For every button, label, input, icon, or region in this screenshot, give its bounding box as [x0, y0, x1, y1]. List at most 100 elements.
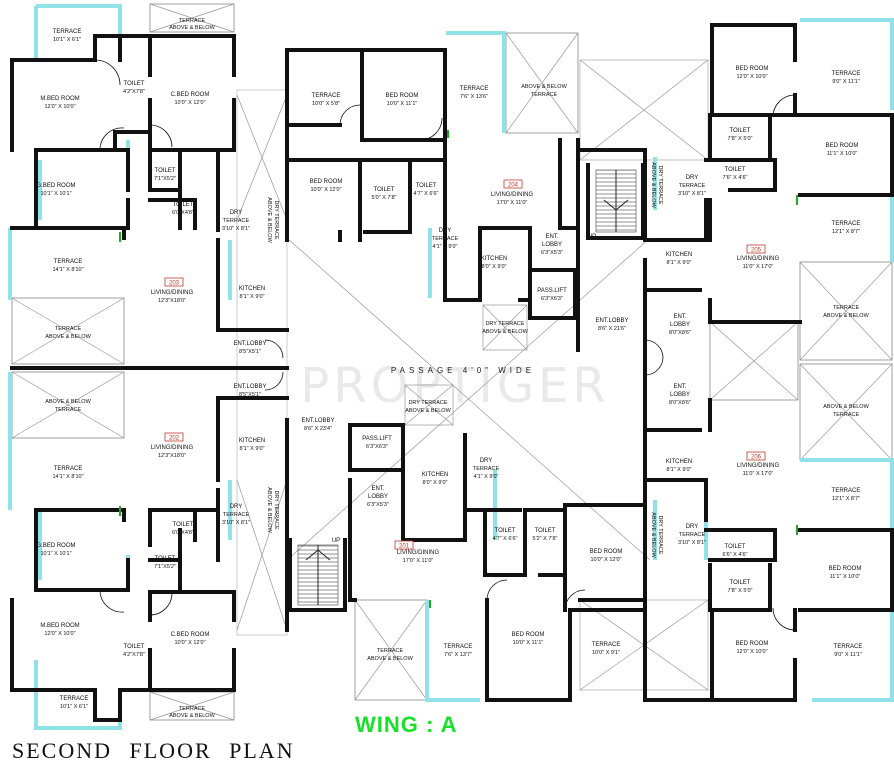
room-gbed-tl-dims: 10'1" X 10'1" — [40, 191, 71, 197]
unit-201: 201 — [399, 544, 410, 550]
room-cbed-bl-name: C.BED ROOM — [171, 632, 210, 638]
room-tab-204-name: ABOVE & BELOW — [521, 84, 567, 90]
room-toilet2-tr-name: TOILET — [725, 167, 746, 173]
room-mbed-tl-name: M.BED ROOM — [40, 96, 79, 102]
room-lift-201-dims: 6'3"X6'3" — [366, 444, 388, 450]
room-liv-204-dims: 17'0" X 11'0" — [497, 200, 528, 206]
room-tab-bl-dims: ABOVE & BELOW — [169, 713, 215, 719]
room-kit-202-dims: 8'1" X 9'0" — [240, 446, 265, 452]
room-toilet-bl-dims: 6'0"X4'8" — [172, 530, 194, 536]
room-terr-206-name: TERRACE — [832, 488, 861, 494]
room-lobby-203-name: ENT.LOBBY — [233, 341, 266, 347]
room-bed-tr-name: BED ROOM — [736, 66, 769, 72]
room-kit-204-name: KITCHEN — [481, 256, 507, 262]
room-terr-204b-name: TERRACE — [460, 86, 489, 92]
room-liv-201-name: LIVING/DINING — [397, 550, 440, 556]
room-t-bl-dims: 10'1" X 6'1" — [60, 704, 88, 710]
room-terr-201a-name: TERRACE — [444, 644, 473, 650]
room-dry-201-name: DRY — [480, 458, 493, 464]
room-tab-206-name: ABOVE & BELOW — [823, 404, 869, 410]
room-liv-205-name: LIVING/DINING — [737, 256, 780, 262]
room-tab-tl-name: TERRACE — [179, 18, 206, 24]
vertical-labels: ABOVE & BELOW DRY TERRACE ABOVE & BELOW … — [266, 162, 663, 558]
room-terr-205-dims: 12'1" X 8'7" — [832, 229, 860, 235]
room-toilet2-201-dims: 5'2" X 7'8" — [533, 536, 558, 542]
room-bed2-tr-name: BED ROOM — [826, 143, 859, 149]
room-tab-201-dims: ABOVE & BELOW — [367, 656, 413, 662]
room-lobby-206-name: ENT. — [673, 384, 686, 390]
room-toilet2-bl-dims: 7'1"X5'2" — [154, 564, 176, 570]
room-kit-206-name: KITCHEN — [666, 459, 692, 465]
room-bed2-201-name: BED ROOM — [512, 632, 545, 638]
room-tab-201-name: TERRACE — [377, 648, 404, 654]
room-drytab-204-name: DRY TERRACE — [485, 321, 524, 327]
room-terr-tr-dims: 9'0" X 11'1" — [832, 79, 860, 85]
room-kit-206-dims: 8'1" X 9'0" — [667, 467, 692, 473]
room-toilet2-tl-dims: 7'1"X5'2" — [154, 176, 176, 182]
svg-text:ABOVE & BELOW: ABOVE & BELOW — [650, 162, 656, 208]
room-terr-br-dims: 9'0" X 11'1" — [834, 652, 862, 658]
room-dry-tl-name: DRY — [230, 210, 243, 216]
room-t-tl-dims: 10'1" X 6'1" — [53, 37, 81, 43]
unit-204: 204 — [508, 183, 519, 189]
room-bed2-tr-dims: 11'1" X 10'0" — [827, 151, 858, 157]
room-lobby-202-dims: 8'5"X5'1" — [239, 392, 261, 398]
room-liv-204-name: LIVING/DINING — [491, 192, 534, 198]
room-cbed-tl-name: C.BED ROOM — [171, 92, 210, 98]
room-bed-201-dims: 10'0" X 12'0" — [590, 557, 621, 563]
room-lift-204-dims: 6'3"X6'3" — [541, 296, 563, 302]
room-t-tl-name: TERRACE — [53, 29, 82, 35]
room-dry-205-name: DRY — [686, 175, 699, 181]
room-lobby-204-name: ENT. — [545, 234, 558, 240]
svg-text:ABOVE & BELOW: ABOVE & BELOW — [266, 487, 272, 533]
room-toilet-204-name: TOILET — [374, 187, 395, 193]
svg-text:DRY TERRACE: DRY TERRACE — [273, 200, 279, 239]
svg-text:ABOVE & BELOW: ABOVE & BELOW — [650, 512, 656, 558]
walls — [10, 23, 894, 722]
room-dry-204-dims: TERRACE — [432, 236, 459, 242]
room-kit-201-dims: 8'0" X 9'0" — [423, 480, 448, 486]
room-drytab-201-dims: ABOVE & BELOW — [405, 408, 451, 414]
room-terr-203-name: TERRACE — [54, 259, 83, 265]
room-lobby-204-d-dims: 6'3"X5'3" — [541, 250, 563, 256]
room-lobby-201-dims: LOBBY — [368, 494, 388, 500]
room-dry-206-name: DRY — [686, 524, 699, 530]
passage-label: PASSAGE 4'0" WIDE — [391, 366, 535, 375]
room-toilet-204-dims: 5'0" X 7'8" — [372, 195, 397, 201]
room-t-bl-name: TERRACE — [60, 696, 89, 702]
room-toilet-tl-dims: 4'2"X7'8" — [123, 89, 145, 95]
stair-up-label-bottom: UP — [332, 538, 340, 544]
doors — [94, 59, 798, 631]
room-toilet-bl-name: TOILET — [173, 522, 194, 528]
room-tab-202-dims: TERRACE — [55, 407, 82, 413]
room-terr-202-dims: 14'1" X 8'10" — [52, 474, 83, 480]
room-liv-203-dims: 12'3"X18'0" — [158, 298, 186, 304]
room-mbed-tl-dims: 12'0" X 10'0" — [44, 104, 75, 110]
room-liv-202-dims: 12'3"X18'0" — [158, 453, 186, 459]
room-dry-tl-d-dims: 3'10" X 8'1" — [222, 226, 250, 232]
room-lobby-205-name: ENT. — [673, 314, 686, 320]
unit-205: 205 — [751, 248, 762, 254]
room-terr-201a-dims: 7'6" X 13'7" — [444, 652, 472, 658]
room-dry-tl-dims: TERRACE — [223, 218, 250, 224]
room-lobby-201-d-dims: 6'3"X5'3" — [367, 502, 389, 508]
room-cbed-bl-dims: 10'0" X 12'0" — [174, 640, 205, 646]
room-tab-tl-dims: ABOVE & BELOW — [169, 25, 215, 31]
room-liv-201-dims: 17'0" X 11'0" — [403, 558, 434, 564]
unit-numbers: 203 202 204 201 205 206 — [164, 179, 766, 550]
room-bed-204-name: BED ROOM — [386, 93, 419, 99]
plan-title: SECOND FLOOR PLAN — [12, 738, 295, 763]
room-tab-202-name: ABOVE & BELOW — [45, 399, 91, 405]
room-tab-205-name: TERRACE — [833, 305, 860, 311]
room-terr-204a-dims: 10'0" X 5'8" — [312, 101, 340, 107]
room-toilet2-br-name: TOILET — [730, 580, 751, 586]
room-terr-201b-name: TERRACE — [592, 642, 621, 648]
room-toilet-201-name: TOILET — [495, 528, 516, 534]
staircase: UP UP — [297, 169, 637, 606]
room-dry-bl-name: DRY — [230, 504, 243, 510]
room-tab-203-dims: ABOVE & BELOW — [45, 334, 91, 340]
room-terr-202-name: TERRACE — [54, 466, 83, 472]
room-kit-205-dims: 8'1" X 9'0" — [667, 260, 692, 266]
room-toilet2-204-dims: 4'7" X 6'6" — [414, 191, 439, 197]
